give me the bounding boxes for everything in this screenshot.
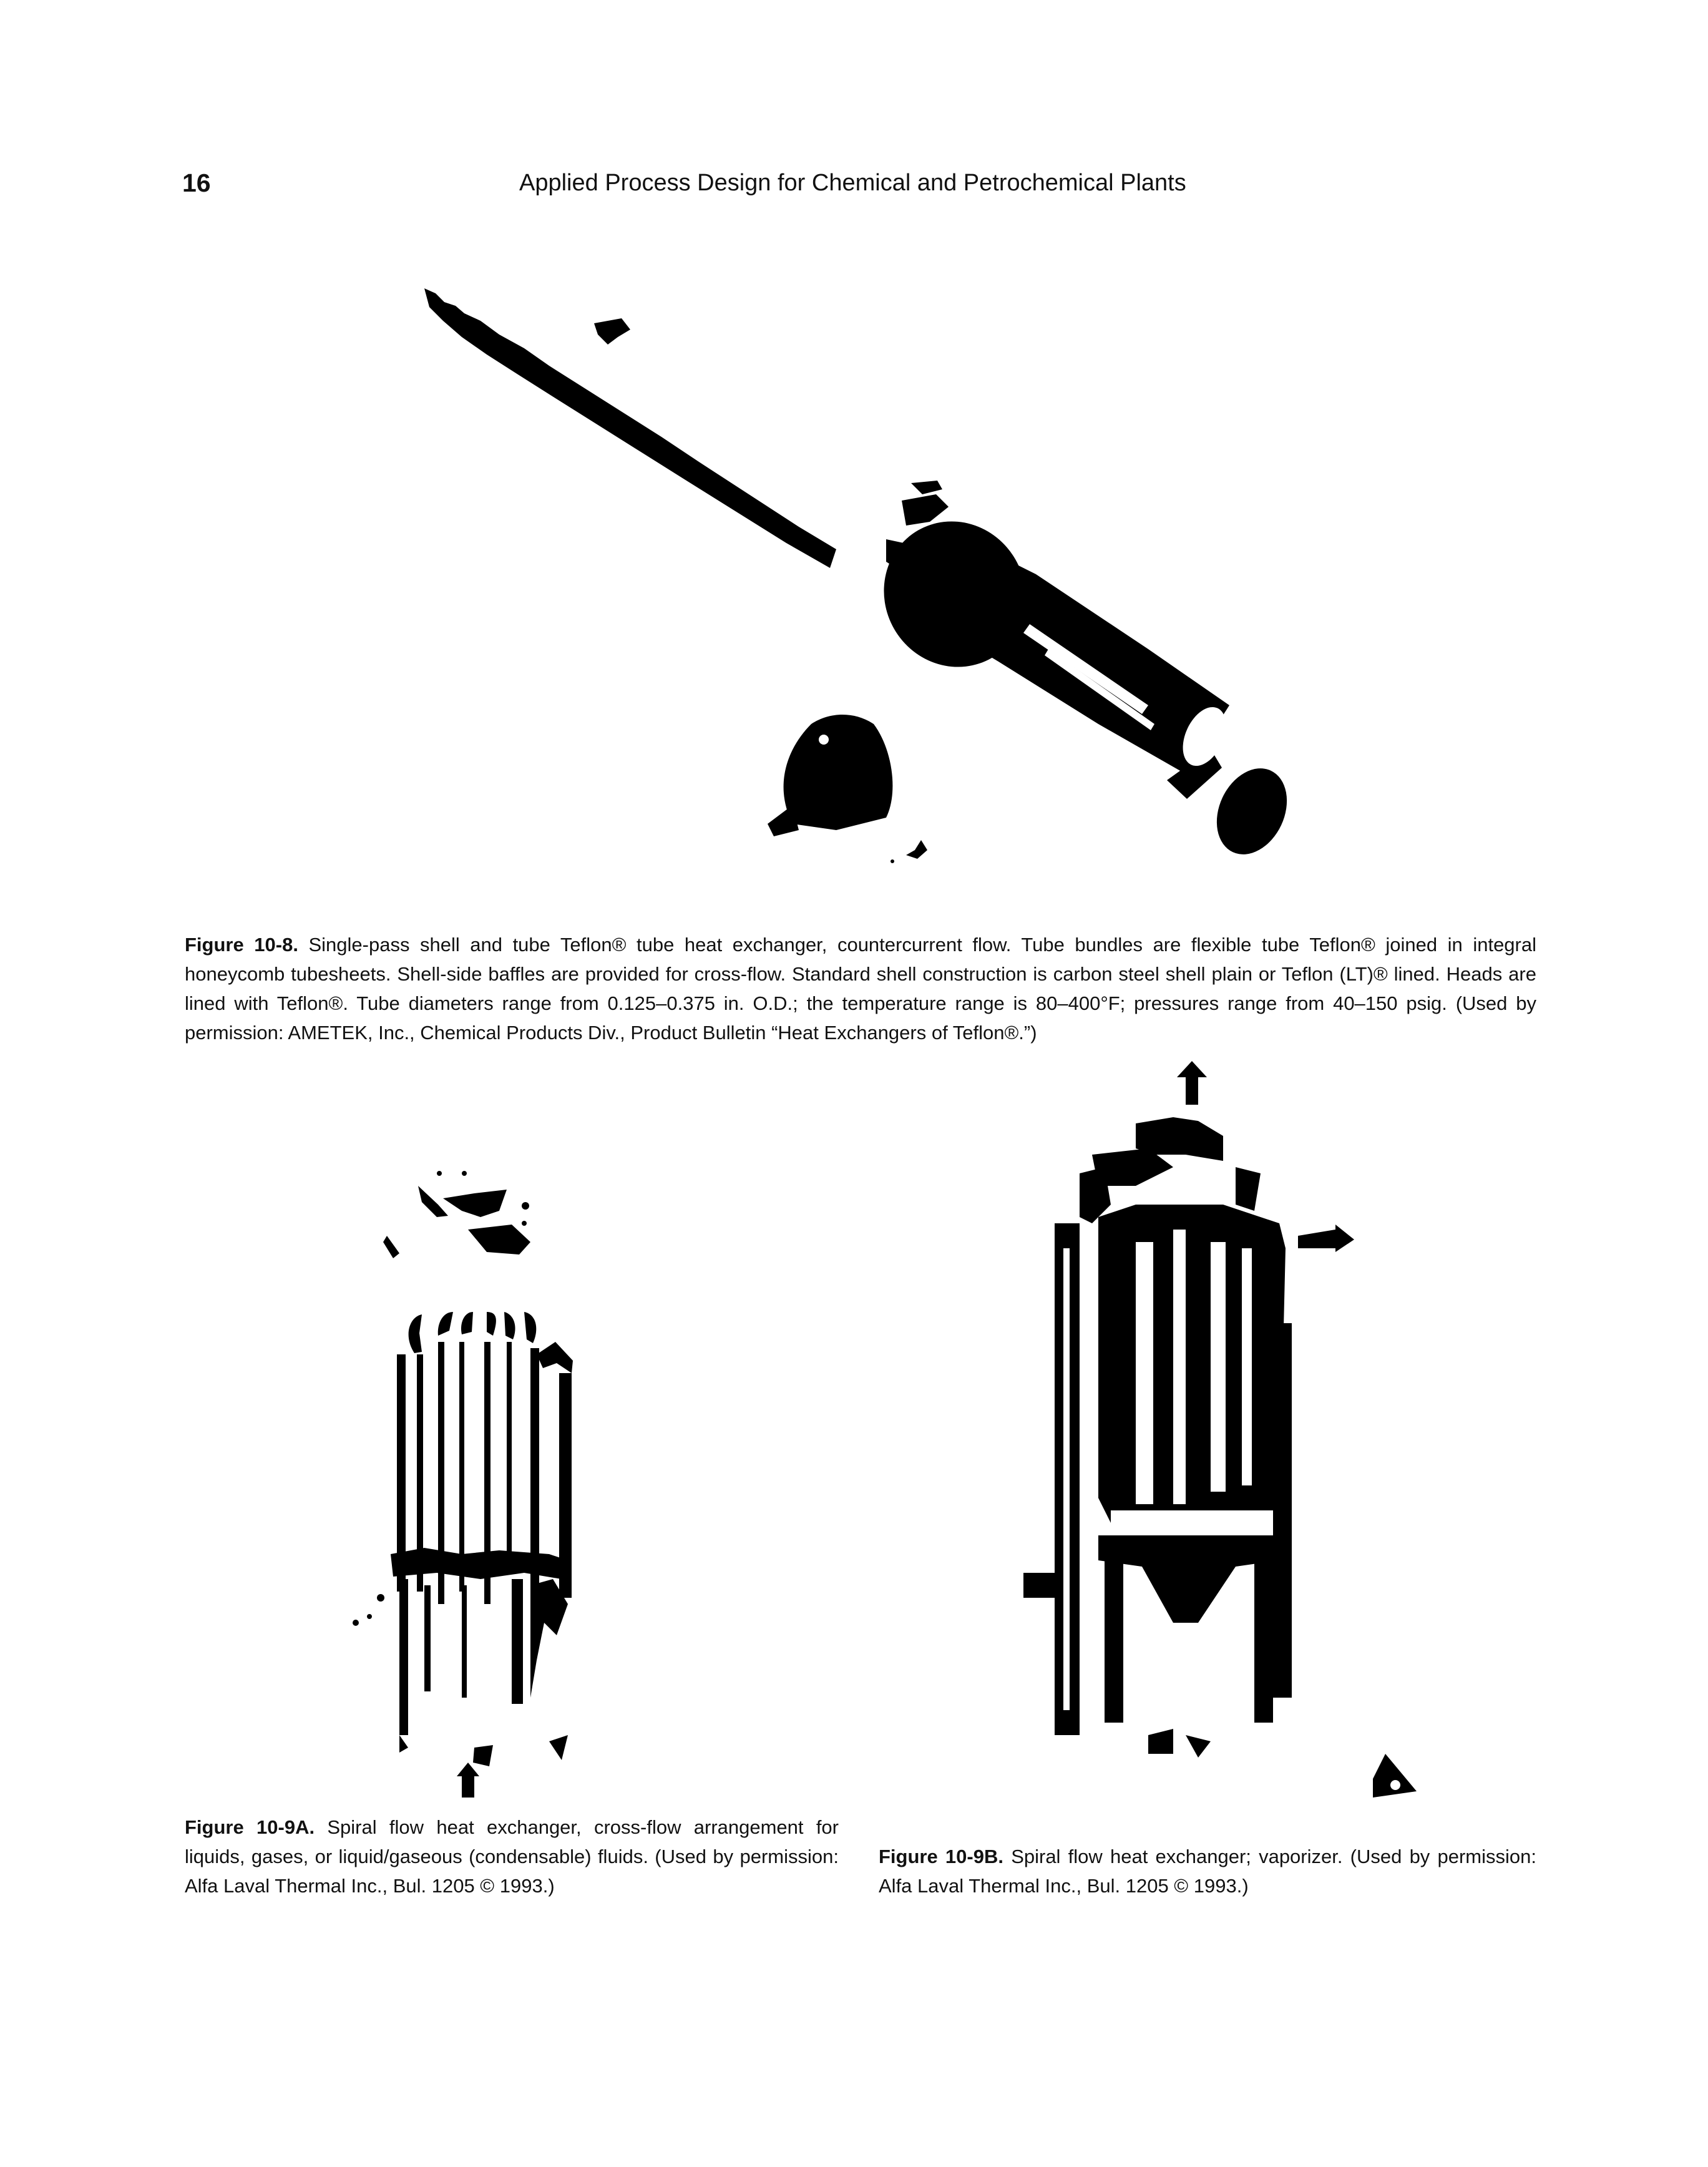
figure-label: Figure 10-8. bbox=[185, 934, 298, 956]
spiral-exchanger-vaporizer-photo bbox=[1023, 1061, 1417, 1798]
figure-10-9b-caption: Figure 10-9B. Spiral flow heat exchanger… bbox=[879, 1842, 1536, 1900]
figure-caption-text: Spiral flow heat exchanger, cross-flow a… bbox=[185, 1816, 839, 1897]
figure-10-8-caption: Figure 10-8. Single-pass shell and tube … bbox=[185, 930, 1536, 1047]
page-number: 16 bbox=[182, 169, 211, 197]
figure-caption-text: Spiral flow heat exchanger; vaporizer. (… bbox=[879, 1846, 1536, 1897]
shell-and-tube-exchanger-photo bbox=[424, 288, 1287, 863]
figure-label: Figure 10-9B. bbox=[879, 1846, 1003, 1867]
figure-label: Figure 10-9A. bbox=[185, 1816, 315, 1838]
figure-caption-text: Single-pass shell and tube Teflon® tube … bbox=[185, 934, 1536, 1044]
spiral-exchanger-crossflow-photo bbox=[353, 1171, 573, 1798]
figure-10-9a-caption: Figure 10-9A. Spiral flow heat exchanger… bbox=[185, 1812, 839, 1900]
running-title: Applied Process Design for Chemical and … bbox=[519, 170, 1186, 196]
